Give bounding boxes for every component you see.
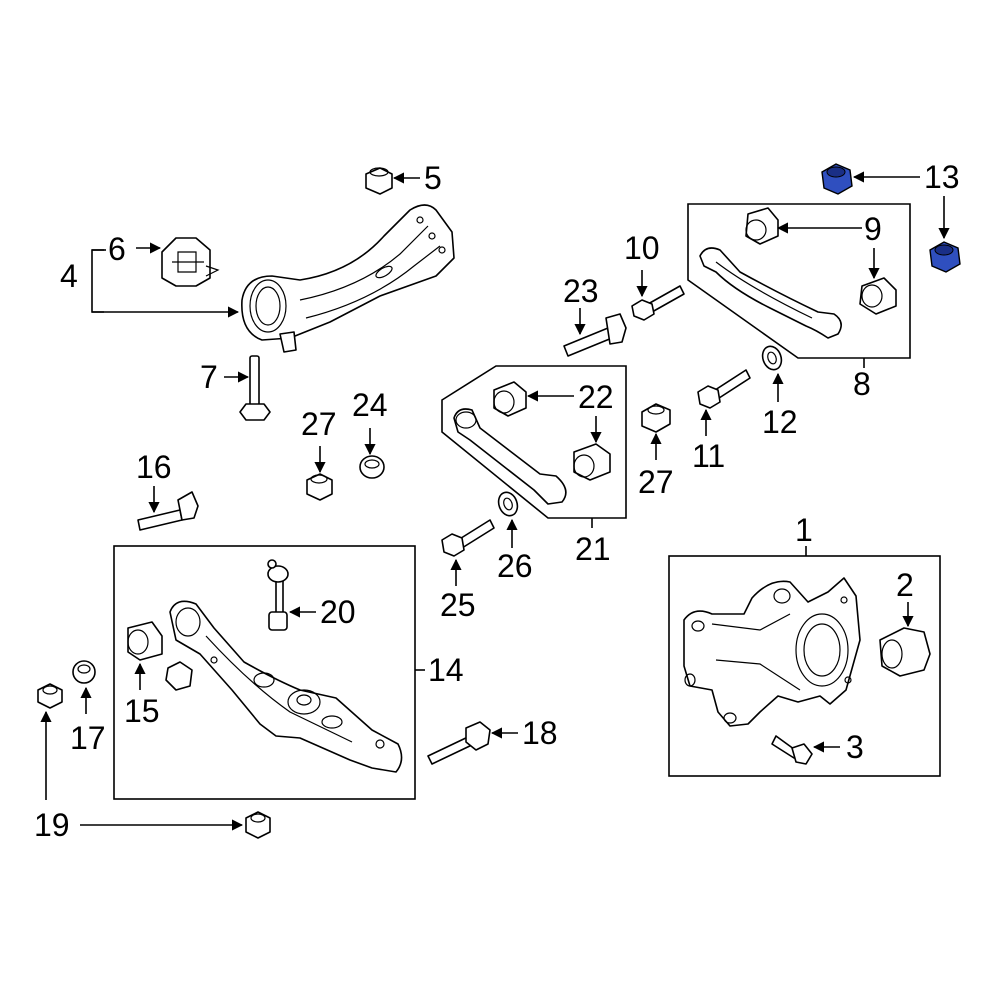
callout-23: 23 [563, 273, 599, 309]
nut-part-19-lower[interactable] [245, 811, 271, 839]
bolt-part-25[interactable] [441, 519, 495, 557]
group-box-21 [441, 365, 627, 519]
nut-part-27-left[interactable] [306, 473, 333, 501]
group-box-8 [687, 203, 911, 359]
knuckle-part-1[interactable] [683, 577, 861, 727]
callout-13: 13 [924, 159, 960, 195]
washer-part-24[interactable] [359, 455, 385, 479]
nut-part-27-right[interactable] [641, 403, 671, 433]
lower-control-arm-part-14[interactable] [169, 600, 403, 773]
callout-21: 21 [575, 531, 611, 567]
group-box-14 [113, 545, 416, 800]
callout-26: 26 [497, 548, 533, 584]
bolt-part-3[interactable] [771, 735, 813, 765]
callout-3: 3 [846, 729, 864, 765]
callout-6: 6 [108, 231, 126, 267]
control-arm-part-21[interactable] [453, 408, 567, 505]
bolt-part-16[interactable] [137, 491, 199, 531]
callout-10: 10 [624, 230, 660, 266]
callout-5: 5 [424, 160, 442, 196]
washer-part-26[interactable] [495, 490, 520, 519]
callout-2: 2 [896, 567, 914, 603]
control-arm-part-8[interactable] [699, 247, 842, 339]
callout-22: 22 [578, 379, 614, 415]
callout-27-left: 27 [301, 406, 337, 442]
bushing-part-9-upper[interactable] [745, 207, 779, 245]
nut-part-19-upper[interactable] [37, 683, 63, 709]
washer-part-17[interactable] [72, 660, 96, 684]
callout-1: 1 [795, 512, 813, 548]
bolt-part-11[interactable] [697, 369, 751, 409]
bushing-part-2[interactable] [879, 627, 931, 677]
nut-part-13-lower[interactable] [929, 241, 961, 273]
washer-part-12[interactable] [759, 344, 784, 373]
bushing-part-9-lower[interactable] [859, 277, 897, 315]
bolt-part-10[interactable] [631, 285, 685, 321]
callout-7: 7 [200, 359, 218, 395]
nut-part-13-upper[interactable] [821, 163, 853, 195]
callout-8: 8 [853, 366, 871, 402]
callout-20: 20 [320, 594, 356, 630]
callout-27-right: 27 [638, 464, 674, 500]
bushing-part-22-upper[interactable] [493, 381, 527, 417]
callout-9: 9 [864, 211, 882, 247]
callout-17: 17 [70, 720, 106, 756]
nut-part-5[interactable] [365, 167, 393, 195]
stabilizer-link-part-20[interactable] [267, 559, 289, 631]
callout-11: 11 [692, 438, 725, 474]
bolt-part-18[interactable] [427, 721, 491, 765]
group-box-1 [668, 555, 941, 777]
callout-18: 18 [522, 715, 558, 751]
callout-24: 24 [352, 387, 388, 423]
bolt-part-23[interactable] [563, 313, 627, 357]
callout-4: 4 [60, 258, 78, 294]
trailing-arm-part-4[interactable] [241, 204, 455, 353]
callout-25: 25 [440, 587, 476, 623]
callout-19: 19 [34, 807, 70, 843]
bushing-part-15[interactable] [127, 621, 163, 661]
stud-part-15-pin[interactable] [165, 661, 193, 691]
callout-16: 16 [136, 449, 172, 485]
callout-14: 14 [428, 652, 464, 688]
callout-12: 12 [762, 404, 798, 440]
bolt-part-7[interactable] [239, 355, 271, 421]
bushing-part-6[interactable] [161, 237, 220, 287]
bushing-part-22-lower[interactable] [573, 443, 611, 481]
callout-15: 15 [124, 693, 160, 729]
